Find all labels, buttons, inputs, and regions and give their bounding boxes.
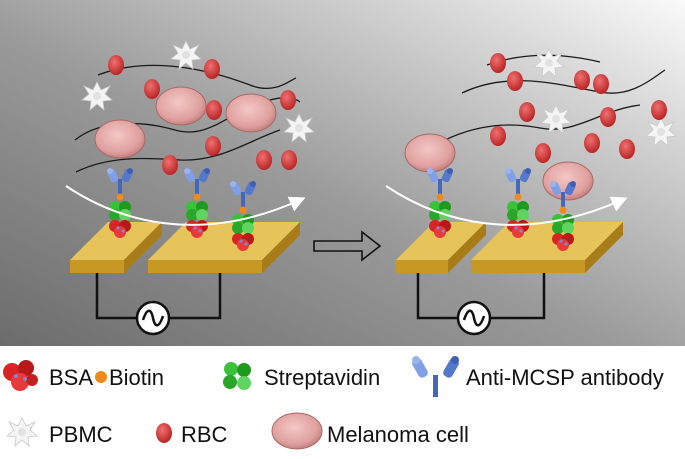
- rbc: [507, 71, 523, 91]
- rbc: [205, 136, 221, 156]
- streptavidin-icon: [223, 362, 251, 390]
- melanoma-cell: [225, 93, 277, 133]
- melanoma-cell: [94, 119, 146, 159]
- left-panel: [65, 40, 315, 336]
- biotin-icon: [95, 371, 107, 383]
- electrode-left: [396, 222, 486, 273]
- rbc: [256, 150, 272, 170]
- arrow-right-icon: [313, 230, 382, 262]
- rbc: [280, 90, 296, 110]
- melanoma-cell: [404, 133, 456, 173]
- rbc: [108, 55, 124, 75]
- legend: BSA Biotin Streptavidin Anti-MCSP antibo…: [3, 356, 664, 450]
- rbc-icon: [156, 423, 172, 443]
- legend-label-biotin: Biotin: [109, 365, 164, 390]
- rbc: [535, 143, 551, 163]
- rbc: [281, 150, 297, 170]
- rbc: [651, 100, 667, 120]
- right-panel: [385, 48, 677, 336]
- melanoma-cell-icon: [271, 412, 323, 450]
- legend-label-pbmc: PBMC: [49, 422, 113, 447]
- rbc: [490, 126, 506, 146]
- flow-arrow: [385, 185, 628, 226]
- ac-source-icon: [135, 300, 171, 336]
- melanoma-cell: [155, 86, 207, 126]
- electrode-right: [471, 222, 623, 273]
- rbc: [204, 59, 220, 79]
- legend-label-streptavidin: Streptavidin: [264, 365, 380, 390]
- rbc: [593, 74, 609, 94]
- rbc: [600, 107, 616, 127]
- antibody-icon: [412, 356, 459, 397]
- bsa-icon: [3, 360, 38, 391]
- legend-label-bsa: BSA: [49, 365, 93, 390]
- rbc: [490, 53, 506, 73]
- rbc: [162, 155, 178, 175]
- ac-source-icon: [456, 300, 492, 336]
- rbc: [206, 100, 222, 120]
- flow-arrow: [65, 185, 306, 226]
- rbc: [574, 70, 590, 90]
- pbmc-icon: [6, 417, 38, 447]
- legend-label-rbc: RBC: [181, 422, 228, 447]
- electrode-left: [70, 222, 162, 273]
- electrode-right: [148, 222, 300, 273]
- rbc: [144, 79, 160, 99]
- rbc: [519, 102, 535, 122]
- rbc: [619, 139, 635, 159]
- rbc: [584, 133, 600, 153]
- legend-label-melanoma: Melanoma cell: [327, 422, 469, 447]
- legend-label-antibody: Anti-MCSP antibody: [466, 365, 664, 390]
